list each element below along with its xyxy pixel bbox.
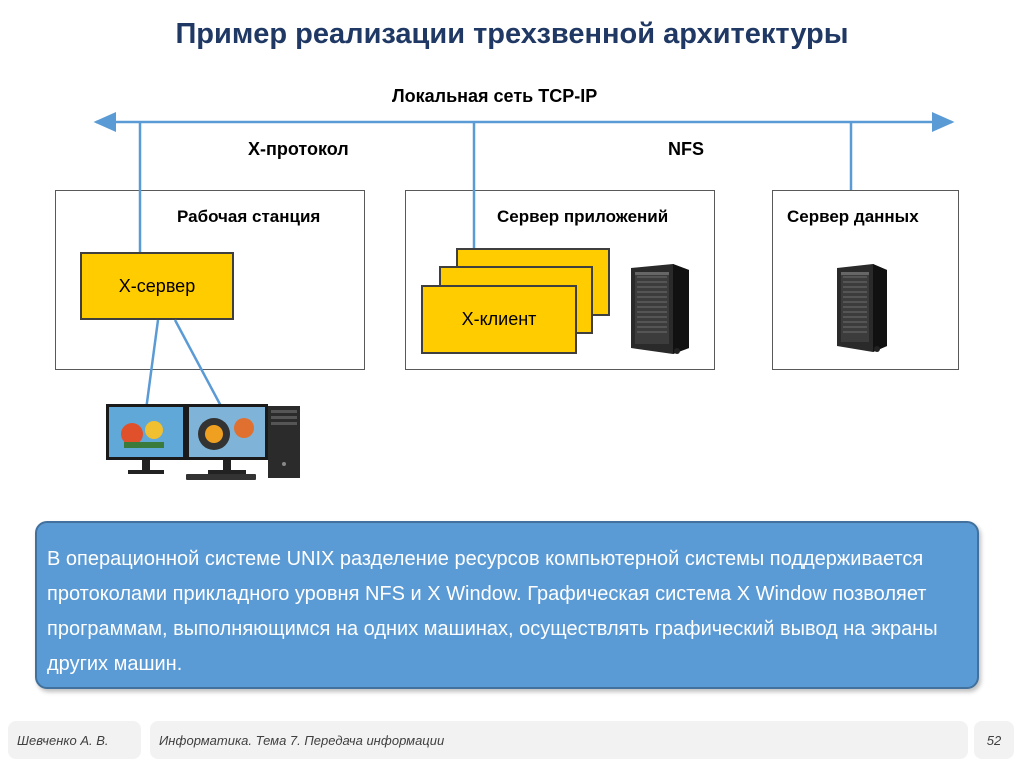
data-server-tower-icon [833, 262, 891, 359]
data-server-title: Сервер данных [787, 207, 919, 226]
network-label: Локальная сеть TCP-IP [392, 86, 598, 106]
x-server-box: X-сервер [80, 252, 234, 320]
callout-text: В операционной системе UNIX разделение р… [47, 548, 938, 675]
x-client-box: X-клиент [421, 285, 577, 354]
display-link-1 [144, 319, 160, 411]
page-number: 52 [974, 721, 1014, 759]
page-title: Пример реализации трехзвенной архитектур… [175, 18, 849, 50]
x-protocol-label: X-протокол [248, 139, 349, 159]
nfs-label: NFS [668, 139, 704, 159]
workstation-icon [106, 404, 302, 489]
workstation-title: Рабочая станция [177, 207, 321, 226]
app-server-title: Сервер приложений [497, 207, 669, 226]
server-tower-icon [627, 262, 693, 361]
info-callout: В операционной системе UNIX разделение р… [35, 521, 979, 689]
footer-author: Шевченко А. В. [8, 721, 141, 759]
display-link-2 [173, 319, 224, 409]
footer-course: Информатика. Тема 7. Передача информации [150, 721, 968, 759]
